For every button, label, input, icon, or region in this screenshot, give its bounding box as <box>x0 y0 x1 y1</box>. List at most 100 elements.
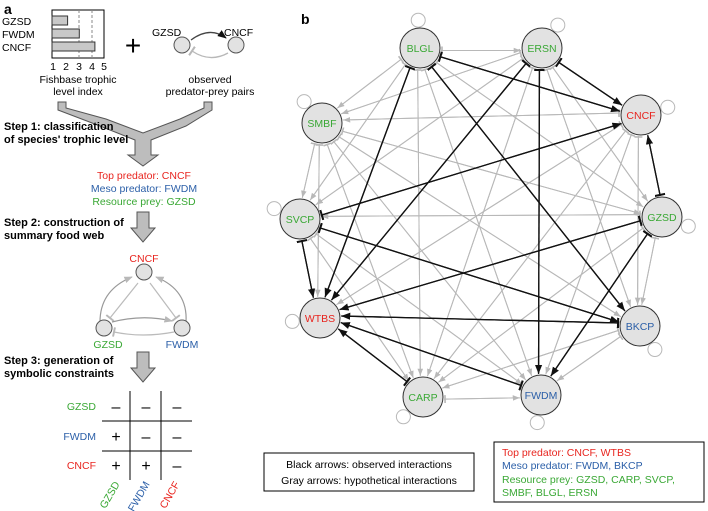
node-label-ersn: ERSN <box>527 43 556 55</box>
panel-a: a GZSD FWDM CNCF 1 2 3 4 5 Fishbase trop… <box>2 1 254 511</box>
node-bkcp <box>619 305 661 347</box>
self-loop-blgl <box>410 12 426 28</box>
hypothetical-edge-svcp-smbf <box>301 142 319 199</box>
step2-title-line1: Step 2: construction of <box>4 217 124 229</box>
matrix-row-label-gzsd: GZSD <box>67 401 97 413</box>
self-loop-bkcp <box>647 342 663 358</box>
self-loop-cncf <box>660 99 676 115</box>
hypothetical-edge-carp-svcp <box>306 235 410 382</box>
node-fwdm <box>520 374 562 416</box>
merge-funnel <box>57 101 213 167</box>
tick-2: 2 <box>63 61 69 73</box>
self-loop-carp <box>395 409 411 425</box>
self-loop-gzsd <box>680 218 696 234</box>
hypothetical-edge-fwdm-bkcp <box>556 332 624 382</box>
matrix-cell-0-2: – <box>173 399 182 416</box>
pair-arrow-hypothetical <box>188 46 229 59</box>
observed-edge-wtbs-svcp <box>296 239 315 299</box>
plus-sign: + <box>125 30 141 61</box>
matrix-row-label-cncf: CNCF <box>67 460 96 472</box>
hypothetical-edge-carp-cncf <box>433 127 630 380</box>
node-label-smbf: SMBF <box>307 118 336 130</box>
group-legend-prey-line1: Resource prey: GZSD, CARP, SVCP, <box>502 474 675 486</box>
step1-title-line1: Step 1: classification <box>4 121 114 133</box>
chart-xlabel-line1: Fishbase trophic <box>39 74 116 86</box>
summary-node-fwdm <box>173 319 191 337</box>
observed-edge-bkcp-blgl <box>426 62 626 312</box>
group-legend-prey-line2: SMBF, BLGL, ERSN <box>502 487 598 499</box>
hypothetical-edge-svcp-blgl <box>309 61 410 201</box>
matrix-cell-2-1: + <box>141 458 150 475</box>
node-label-gzsd: GZSD <box>647 212 677 224</box>
hypothetical-edge-fwdm-svcp <box>313 230 523 386</box>
pair-prey-node <box>173 36 191 54</box>
observed-pair: GZSD CNCF observed predator-prey pairs <box>152 27 254 98</box>
node-carp <box>402 376 444 418</box>
matrix-cell-2-2: – <box>173 458 182 475</box>
summary-node-gzsd <box>95 319 113 337</box>
observed-edge-wtbs-bkcp <box>341 315 620 329</box>
hypothetical-edge-carp-ersn <box>426 65 537 377</box>
hypothetical-edge-fwdm-cncf <box>545 132 636 375</box>
observed-edge-wtbs-ersn <box>330 59 531 301</box>
observed-edge-fwdm-ersn <box>534 68 545 374</box>
hypothetical-edge-svcp-gzsd <box>320 210 641 219</box>
observed-edge-wtbs-gzsd <box>339 215 643 311</box>
chart-label-gzsd: GZSD <box>2 16 32 28</box>
pair-caption-line2: predator-prey pairs <box>166 86 255 98</box>
arrow-legend-black: Black arrows: observed interactions <box>286 459 452 471</box>
hypothetical-edge-bkcp-gzsd <box>641 236 660 306</box>
self-loop-svcp <box>266 201 282 217</box>
observed-edge-cncf-gzsd <box>647 134 666 198</box>
pair-predator-node <box>227 36 245 54</box>
observed-edge-cncf-ersn <box>555 57 623 106</box>
summary-arrow-gzsd-fwdm <box>111 315 173 323</box>
chart-xlabel-line2: level index <box>53 86 103 98</box>
panel-b-label: b <box>301 11 310 27</box>
self-loop-smbf <box>296 94 312 110</box>
tick-4: 4 <box>89 61 95 73</box>
summary-arrow-fwdm-gzsd <box>112 327 175 337</box>
hypothetical-edge-carp-blgl <box>413 69 422 377</box>
node-blgl <box>399 27 441 69</box>
step3-title-line2: symbolic constraints <box>4 368 114 380</box>
node-gzsd <box>641 196 683 238</box>
hypothetical-edge-gzsd-ersn <box>548 64 649 202</box>
pair-caption-line1: observed <box>188 74 231 86</box>
group-legend: Top predator: CNCF, WTBS Meso predator: … <box>493 441 705 503</box>
hypothetical-edge-gzsd-blgl <box>433 58 644 208</box>
tick-1: 1 <box>50 61 56 73</box>
step1-title-line2: of species' trophic level <box>4 134 128 146</box>
hypothetical-edge-fwdm-smbf <box>330 138 527 381</box>
node-label-carp: CARP <box>408 392 437 404</box>
summary-node-label-cncf: CNCF <box>129 253 158 265</box>
node-cncf <box>620 94 662 136</box>
summary-arrow-fwdm-cncf <box>155 276 187 323</box>
node-svcp <box>279 198 321 240</box>
step2-title-line2: summary food web <box>4 230 105 242</box>
matrix-cell-1-2: – <box>173 429 182 446</box>
step2-down-arrow <box>129 211 157 243</box>
step3-down-arrow <box>129 351 157 383</box>
matrix-cell-0-1: – <box>142 399 151 416</box>
hypothetical-edge-smbf-cncf <box>342 109 620 121</box>
arrow-legend-gray: Gray arrows: hypothetical interactions <box>281 475 457 487</box>
trophic-bar-cncf <box>51 41 96 52</box>
node-label-blgl: BLGL <box>407 43 434 55</box>
pair-prey-label: GZSD <box>152 27 182 39</box>
matrix-col-label-cncf: CNCF <box>158 480 183 511</box>
hypothetical-edge-gzsd-smbf <box>340 127 642 215</box>
hypothetical-edge-carp-gzsd <box>437 224 646 383</box>
tick-5: 5 <box>101 61 107 73</box>
chart-label-cncf: CNCF <box>2 42 31 54</box>
funnel-arrow <box>57 101 213 167</box>
observed-edge-wtbs-blgl <box>324 64 416 298</box>
step1-resource-prey: Resource prey: GZSD <box>92 196 196 208</box>
observed-edge-cncf-svcp <box>319 122 622 221</box>
step1-top-predator: Top predator: CNCF <box>97 170 191 182</box>
matrix-cell-2-0: + <box>111 458 120 475</box>
group-legend-box <box>493 441 705 503</box>
summary-node-cncf <box>135 263 153 281</box>
